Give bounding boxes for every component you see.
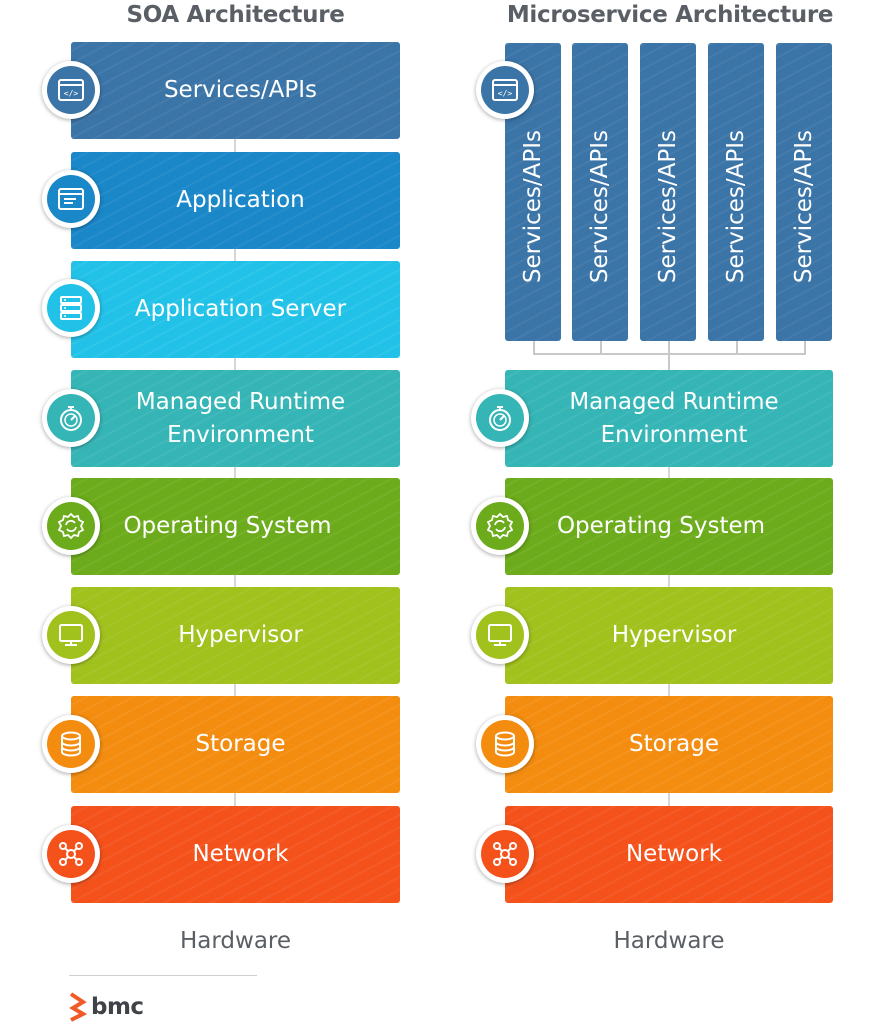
ms-layer-storage: Storage [505,696,833,793]
monitor-icon [471,606,529,664]
svg-text:</>: </> [498,89,513,98]
code-window-icon: </> [476,61,534,119]
bracket-line [533,353,806,355]
stopwatch-icon [471,389,529,447]
microservice-title: Microservice Architecture [506,2,834,28]
soa-title: SOA Architecture [126,2,345,28]
network-nodes-icon [476,825,534,883]
ms-layer-os: Operating System [505,478,833,575]
soa-layer-services: Services/APIs [71,42,400,139]
microservice-block: Services/APIs [776,43,832,341]
bracket-line [736,341,738,354]
connector [668,682,670,698]
monitor-icon [42,606,100,664]
database-icon [476,715,534,773]
ms-layer-network-label: Network [625,841,723,867]
microservice-block-label: Services/APIs [587,130,613,284]
connector [234,356,236,372]
soa-layer-application-label: Application [176,187,305,213]
microservice-block: Services/APIs [708,43,764,341]
bmc-chevron-icon [69,992,88,1022]
bracket-line [600,341,602,354]
server-rack-icon [42,279,100,337]
ms-layer-runtime: Managed Runtime Environment [505,370,833,467]
ms-layer-runtime-label: Managed Runtime Environment [569,388,779,448]
bracket-line [804,341,806,354]
connector [668,573,670,589]
microservice-block-label: Services/APIs [520,130,546,284]
soa-layer-os-label: Operating System [123,513,332,539]
connector [234,682,236,698]
gear-sync-icon [471,497,529,555]
soa-hardware-label: Hardware [179,928,292,954]
soa-layer-runtime-label: Managed Runtime Environment [135,388,346,448]
ms-layer-hypervisor: Hypervisor [505,587,833,684]
soa-layer-app-server-label: Application Server [134,296,347,322]
connector [234,465,236,480]
soa-layer-runtime: Managed Runtime Environment [71,370,400,467]
connector [234,573,236,589]
code-window-icon: </> [42,61,100,119]
database-icon [42,715,100,773]
gear-sync-icon [42,497,100,555]
soa-layer-application: Application [71,152,400,249]
connector [668,792,670,808]
bmc-logo: bmc [68,992,144,1022]
connector [234,792,236,808]
soa-layer-network-label: Network [192,841,289,867]
soa-layer-services-label: Services/APIs [163,77,318,103]
stopwatch-icon [42,389,100,447]
soa-layer-storage-label: Storage [195,731,286,757]
bmc-logo-text: bmc [91,994,144,1020]
bracket-line [668,341,670,371]
soa-layer-network: Network [71,806,400,903]
ms-layer-os-label: Operating System [556,513,766,539]
soa-layer-hypervisor-label: Hypervisor [178,622,303,648]
ms-layer-network: Network [505,806,833,903]
network-nodes-icon [42,825,100,883]
connector [234,247,236,263]
soa-layer-os: Operating System [71,478,400,575]
soa-layer-app-server: Application Server [71,261,400,358]
svg-text:</>: </> [64,89,79,98]
microservice-block: Services/APIs [572,43,628,341]
soa-layer-storage: Storage [71,696,400,793]
connector [668,465,670,480]
microservice-block-label: Services/APIs [791,130,817,284]
microservice-block-label: Services/APIs [655,130,681,284]
soa-layer-hypervisor: Hypervisor [71,587,400,684]
ms-hardware-label: Hardware [613,928,725,954]
app-window-icon [42,170,100,228]
ms-layer-hypervisor-label: Hypervisor [611,622,737,648]
microservice-block-label: Services/APIs [723,130,749,284]
microservice-block: Services/APIs [640,43,696,341]
bracket-line [533,341,535,354]
connector [234,138,236,154]
ms-layer-storage-label: Storage [629,731,719,757]
footer-divider [69,975,257,976]
